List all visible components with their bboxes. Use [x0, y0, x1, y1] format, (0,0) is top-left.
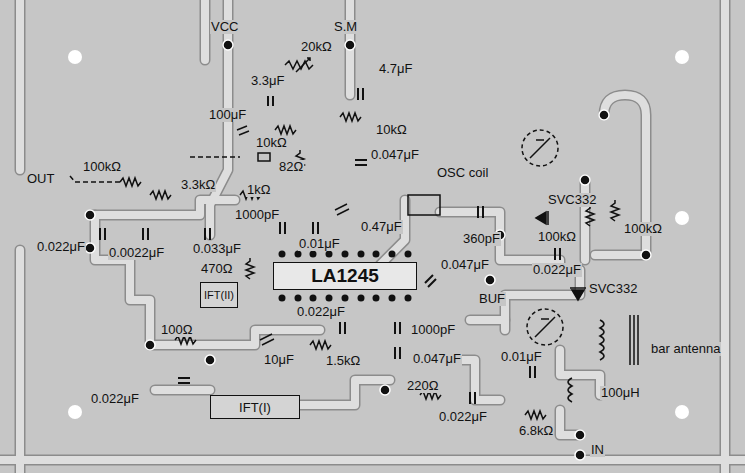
transformer-box: IFT(I): [210, 395, 300, 419]
component-value: 1.5kΩ: [325, 354, 361, 368]
component-value: 0.0022μF: [108, 246, 165, 260]
component-value: 100Ω: [160, 323, 193, 337]
component-value: 0.01μF: [500, 350, 543, 364]
component-value: 10kΩ: [375, 123, 408, 137]
ic-package: LA1245: [273, 262, 417, 290]
component-value: 0.047μF: [370, 148, 420, 162]
component-value: 4.7μF: [378, 62, 414, 76]
component-value: 100kΩ: [623, 222, 663, 236]
component-value: 3.3kΩ: [180, 178, 216, 192]
component-value: 0.022μF: [36, 240, 86, 254]
component-value: 0.022μF: [296, 305, 346, 319]
part-name: IFT(I): [239, 400, 271, 415]
component-value: OSC coil: [436, 166, 489, 180]
component-value: 1000pF: [234, 208, 280, 222]
ic-name: LA1245: [311, 265, 379, 287]
component-value: bar antenna: [650, 342, 721, 356]
component-value: 470Ω: [200, 262, 233, 276]
component-value: 1000pF: [410, 323, 456, 337]
component-value: 6.8kΩ: [518, 424, 554, 438]
component-value: 0.047μF: [440, 258, 490, 272]
component-value: 360pF: [462, 232, 501, 246]
component-value: VCC: [210, 20, 239, 34]
component-value: SVC332: [588, 282, 638, 296]
component-value: 3.3μF: [250, 74, 286, 88]
component-value: 100μH: [600, 386, 641, 400]
component-value: 1kΩ: [246, 183, 271, 197]
component-value: 10μF: [263, 353, 295, 367]
component-value: 100μF: [208, 108, 247, 122]
component-value: 100kΩ: [537, 230, 577, 244]
component-value: 0.47μF: [360, 220, 403, 234]
component-value: IN: [590, 443, 605, 457]
component-value: BUF: [478, 292, 506, 306]
component-value: 0.022μF: [90, 392, 140, 406]
component-value: 0.022μF: [438, 410, 488, 424]
component-value: 20kΩ: [300, 40, 333, 54]
component-value: SVC332: [547, 193, 597, 207]
component-value: 82Ω: [278, 160, 304, 174]
component-value: 0.022μF: [532, 263, 582, 277]
component-value: 220Ω: [406, 379, 439, 393]
component-value: 0.047μF: [412, 352, 462, 366]
part-name: IFT(II): [204, 289, 234, 301]
transformer-box: IFT(II): [200, 282, 238, 308]
component-value: S.M: [333, 20, 358, 34]
component-value: OUT: [26, 172, 55, 186]
component-value: 10kΩ: [255, 136, 288, 150]
component-value: 100kΩ: [82, 160, 122, 174]
component-value: 0.033μF: [192, 242, 242, 256]
component-value: 0.01μF: [298, 237, 341, 251]
